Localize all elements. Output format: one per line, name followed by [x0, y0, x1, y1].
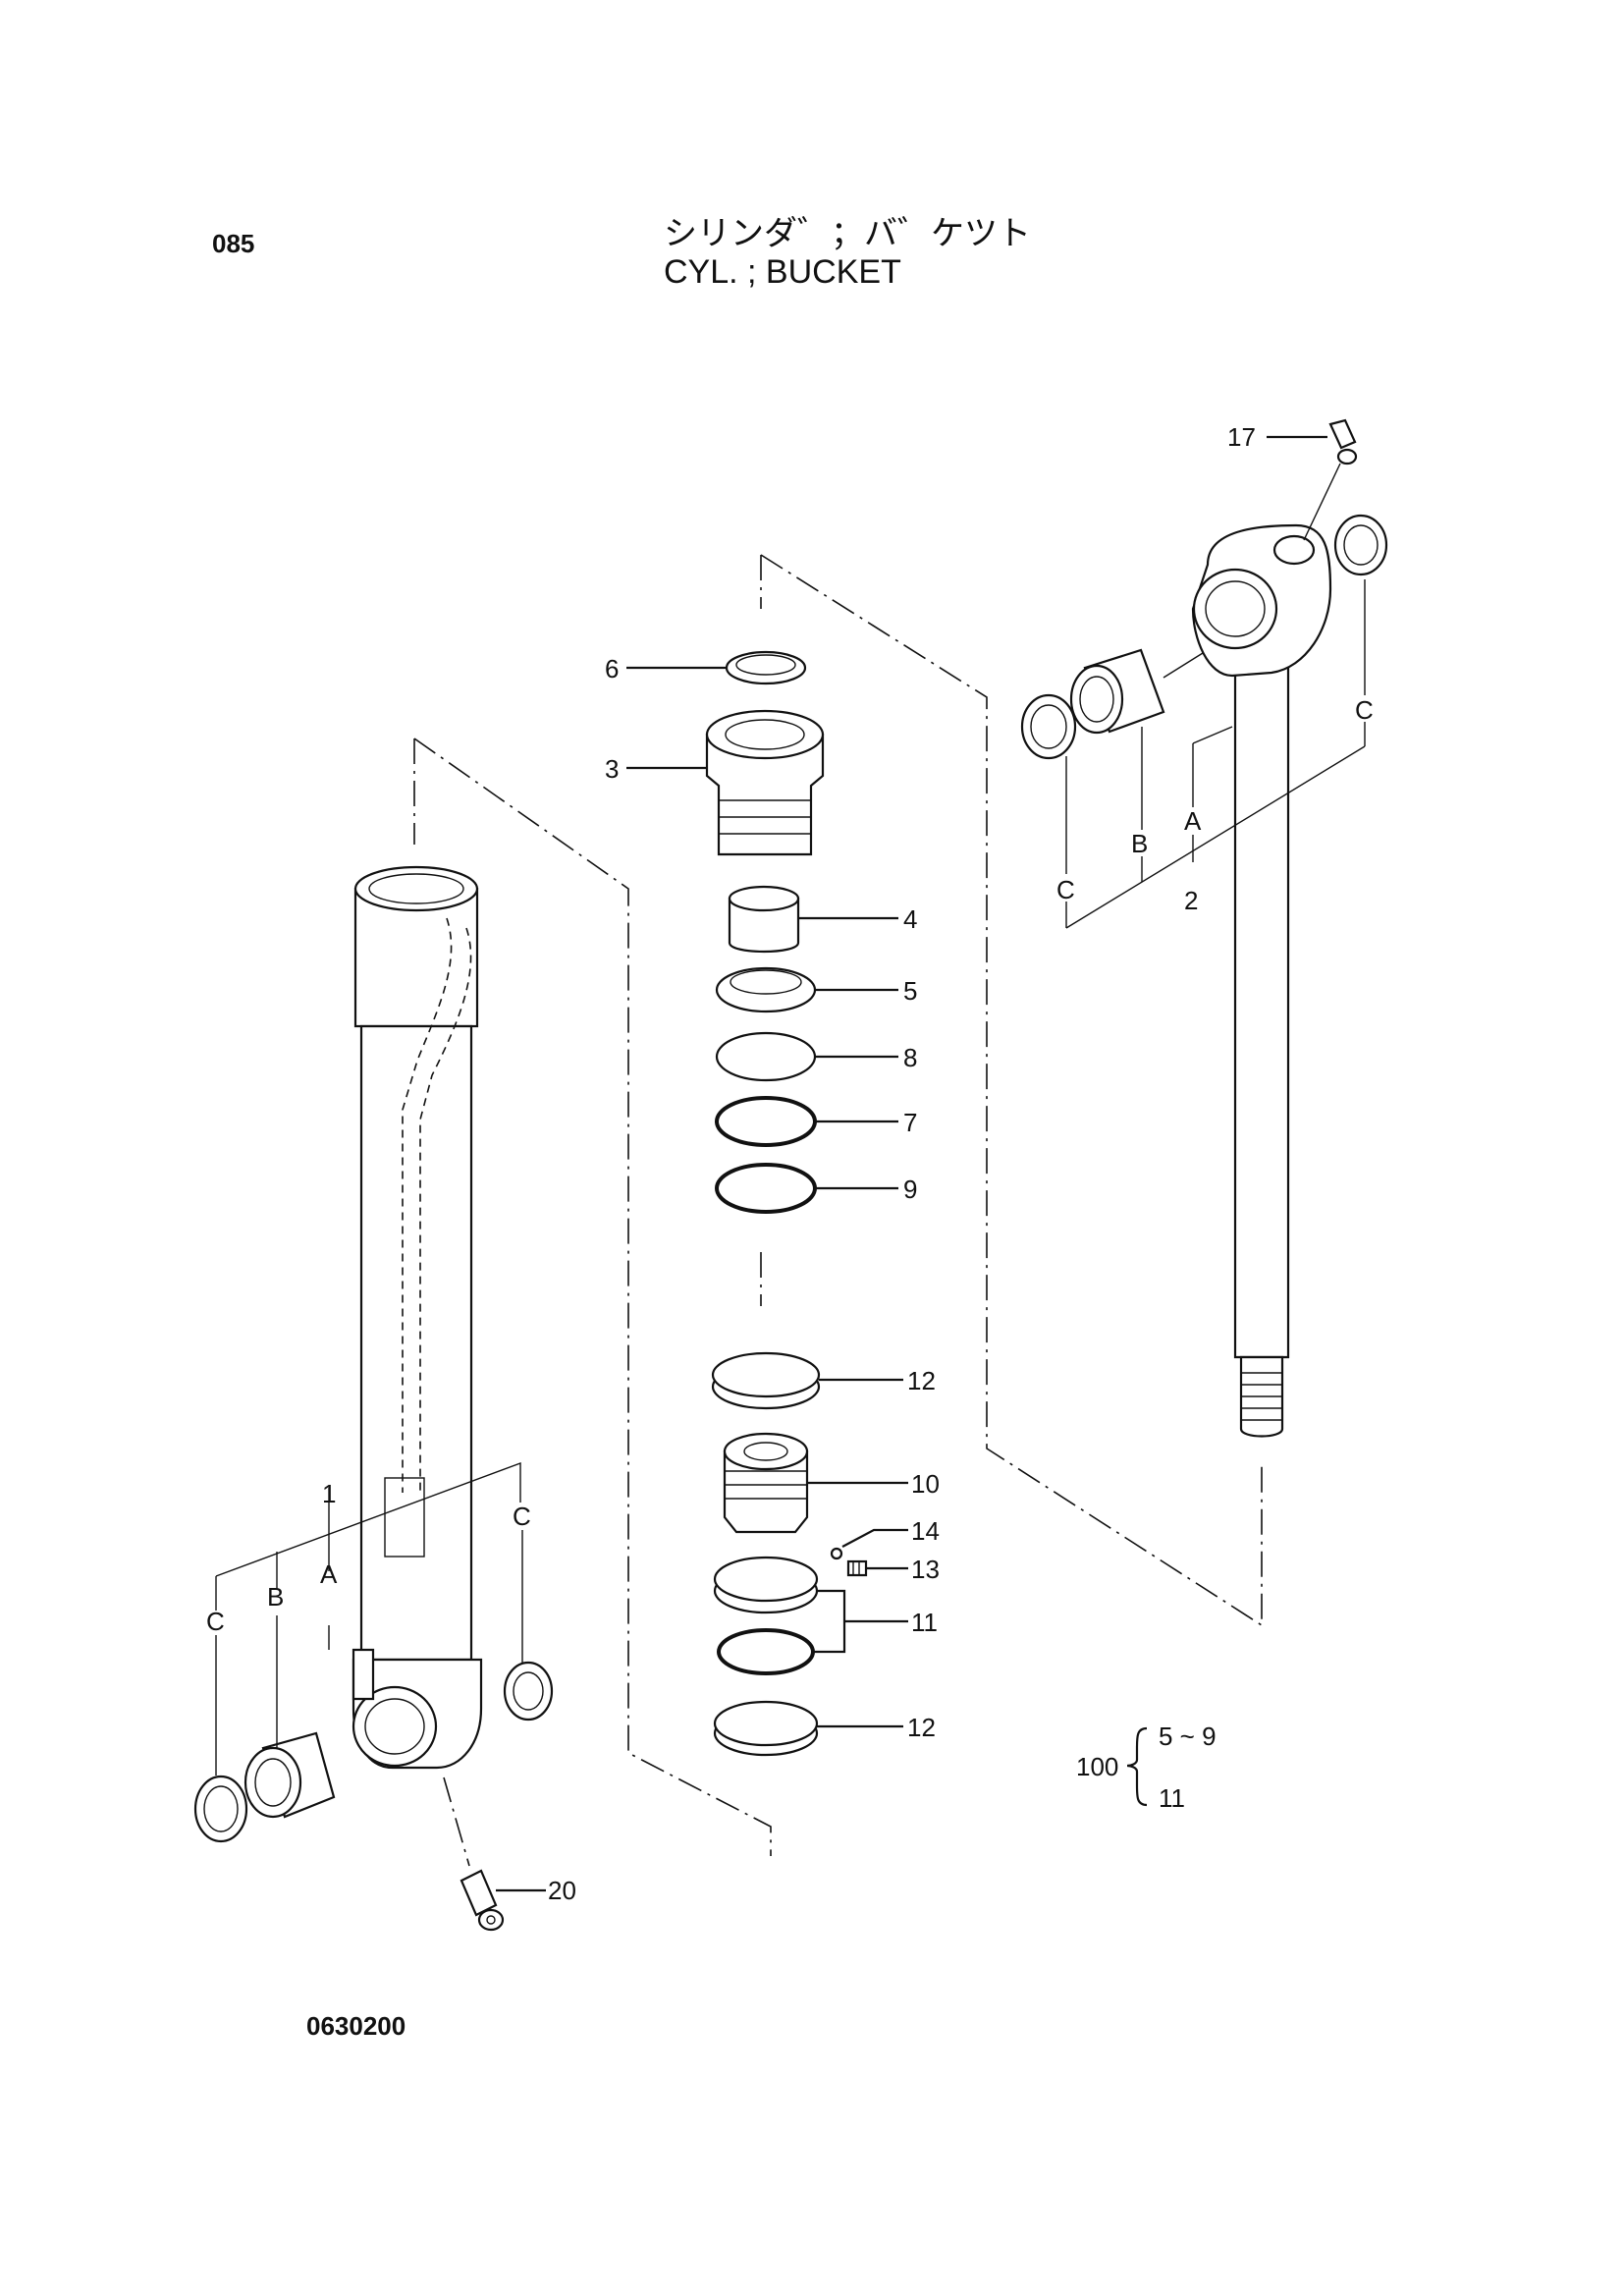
callout-5: 5	[903, 976, 917, 1006]
callout-7: 7	[903, 1108, 917, 1137]
callout-17: 17	[1227, 422, 1256, 452]
leader-11-bracket	[813, 1589, 846, 1654]
callout-6: 6	[605, 654, 619, 683]
callout-14: 14	[911, 1516, 940, 1546]
callout-1: 1	[322, 1479, 336, 1508]
callout-2: 2	[1184, 886, 1198, 915]
left-reference-lines	[215, 1461, 523, 1776]
part-6-dust-seal	[725, 650, 807, 685]
part-13-set-screw	[846, 1559, 868, 1577]
part-8-backup-ring	[715, 1031, 817, 1082]
right-pin-bushing	[1069, 648, 1204, 735]
callout-12a: 12	[907, 1366, 936, 1395]
part-9-o-ring	[715, 1163, 817, 1214]
left-seal-c	[193, 1775, 248, 1843]
ref-left-b: B	[267, 1582, 284, 1612]
ref-left-a: A	[320, 1559, 338, 1589]
callout-8: 8	[903, 1043, 917, 1072]
right-seal-right-c	[1333, 514, 1388, 576]
right-seal-left-c	[1020, 693, 1077, 760]
ref-right-b: B	[1131, 829, 1148, 858]
kit-number: 100	[1076, 1752, 1118, 1781]
left-pin-bushing	[243, 1731, 336, 1819]
part-11-seal-set	[713, 1556, 819, 1675]
kit-range: 5 ~ 9	[1159, 1722, 1217, 1751]
callout-20: 20	[548, 1876, 576, 1905]
callout-9: 9	[903, 1175, 917, 1204]
callout-13: 13	[911, 1555, 940, 1584]
right-seal-c	[503, 1661, 554, 1722]
part-14-steel-ball	[830, 1547, 843, 1560]
title-english: CYL. ; BUCKET	[664, 253, 901, 291]
right-reference-lines	[1065, 579, 1366, 929]
part-7-o-ring	[715, 1096, 817, 1147]
ref-right-c2: C	[1355, 695, 1374, 725]
kit-extra: 11	[1159, 1783, 1185, 1813]
assembly-centerlines	[413, 554, 1263, 1856]
part-10-piston	[723, 1432, 809, 1534]
cylinder-tube-part-1	[352, 865, 483, 1770]
part-12-wear-ring-bottom	[713, 1700, 819, 1757]
piston-rod-part-2	[1191, 523, 1332, 1438]
leader-14	[841, 1528, 908, 1548]
page-number: 085	[212, 229, 255, 258]
title-japanese: シリンダ゛；バ゛ケツト	[664, 215, 1031, 252]
part-3-rod-cover	[705, 709, 825, 856]
kit-brace	[1126, 1726, 1148, 1807]
callout-11: 11	[911, 1608, 938, 1637]
ref-right-a: A	[1184, 806, 1202, 836]
seal-kit-note: 100 5 ~ 9 11	[1076, 1722, 1217, 1813]
drawing-code: 0630200	[306, 2011, 406, 2041]
part-4-bushing	[728, 885, 800, 954]
grease-fitting-part-20	[443, 1777, 505, 1932]
part-12-wear-ring-top	[711, 1351, 821, 1410]
callout-4: 4	[903, 904, 917, 934]
callout-10: 10	[911, 1469, 940, 1499]
grease-fitting-part-17	[1303, 418, 1358, 541]
callout-3: 3	[605, 754, 619, 784]
ref-left-c1: C	[206, 1607, 225, 1636]
ref-left-c2: C	[513, 1502, 531, 1531]
ref-right-c1: C	[1056, 875, 1075, 904]
callout-12b: 12	[907, 1713, 936, 1742]
part-5-seal	[715, 966, 817, 1013]
